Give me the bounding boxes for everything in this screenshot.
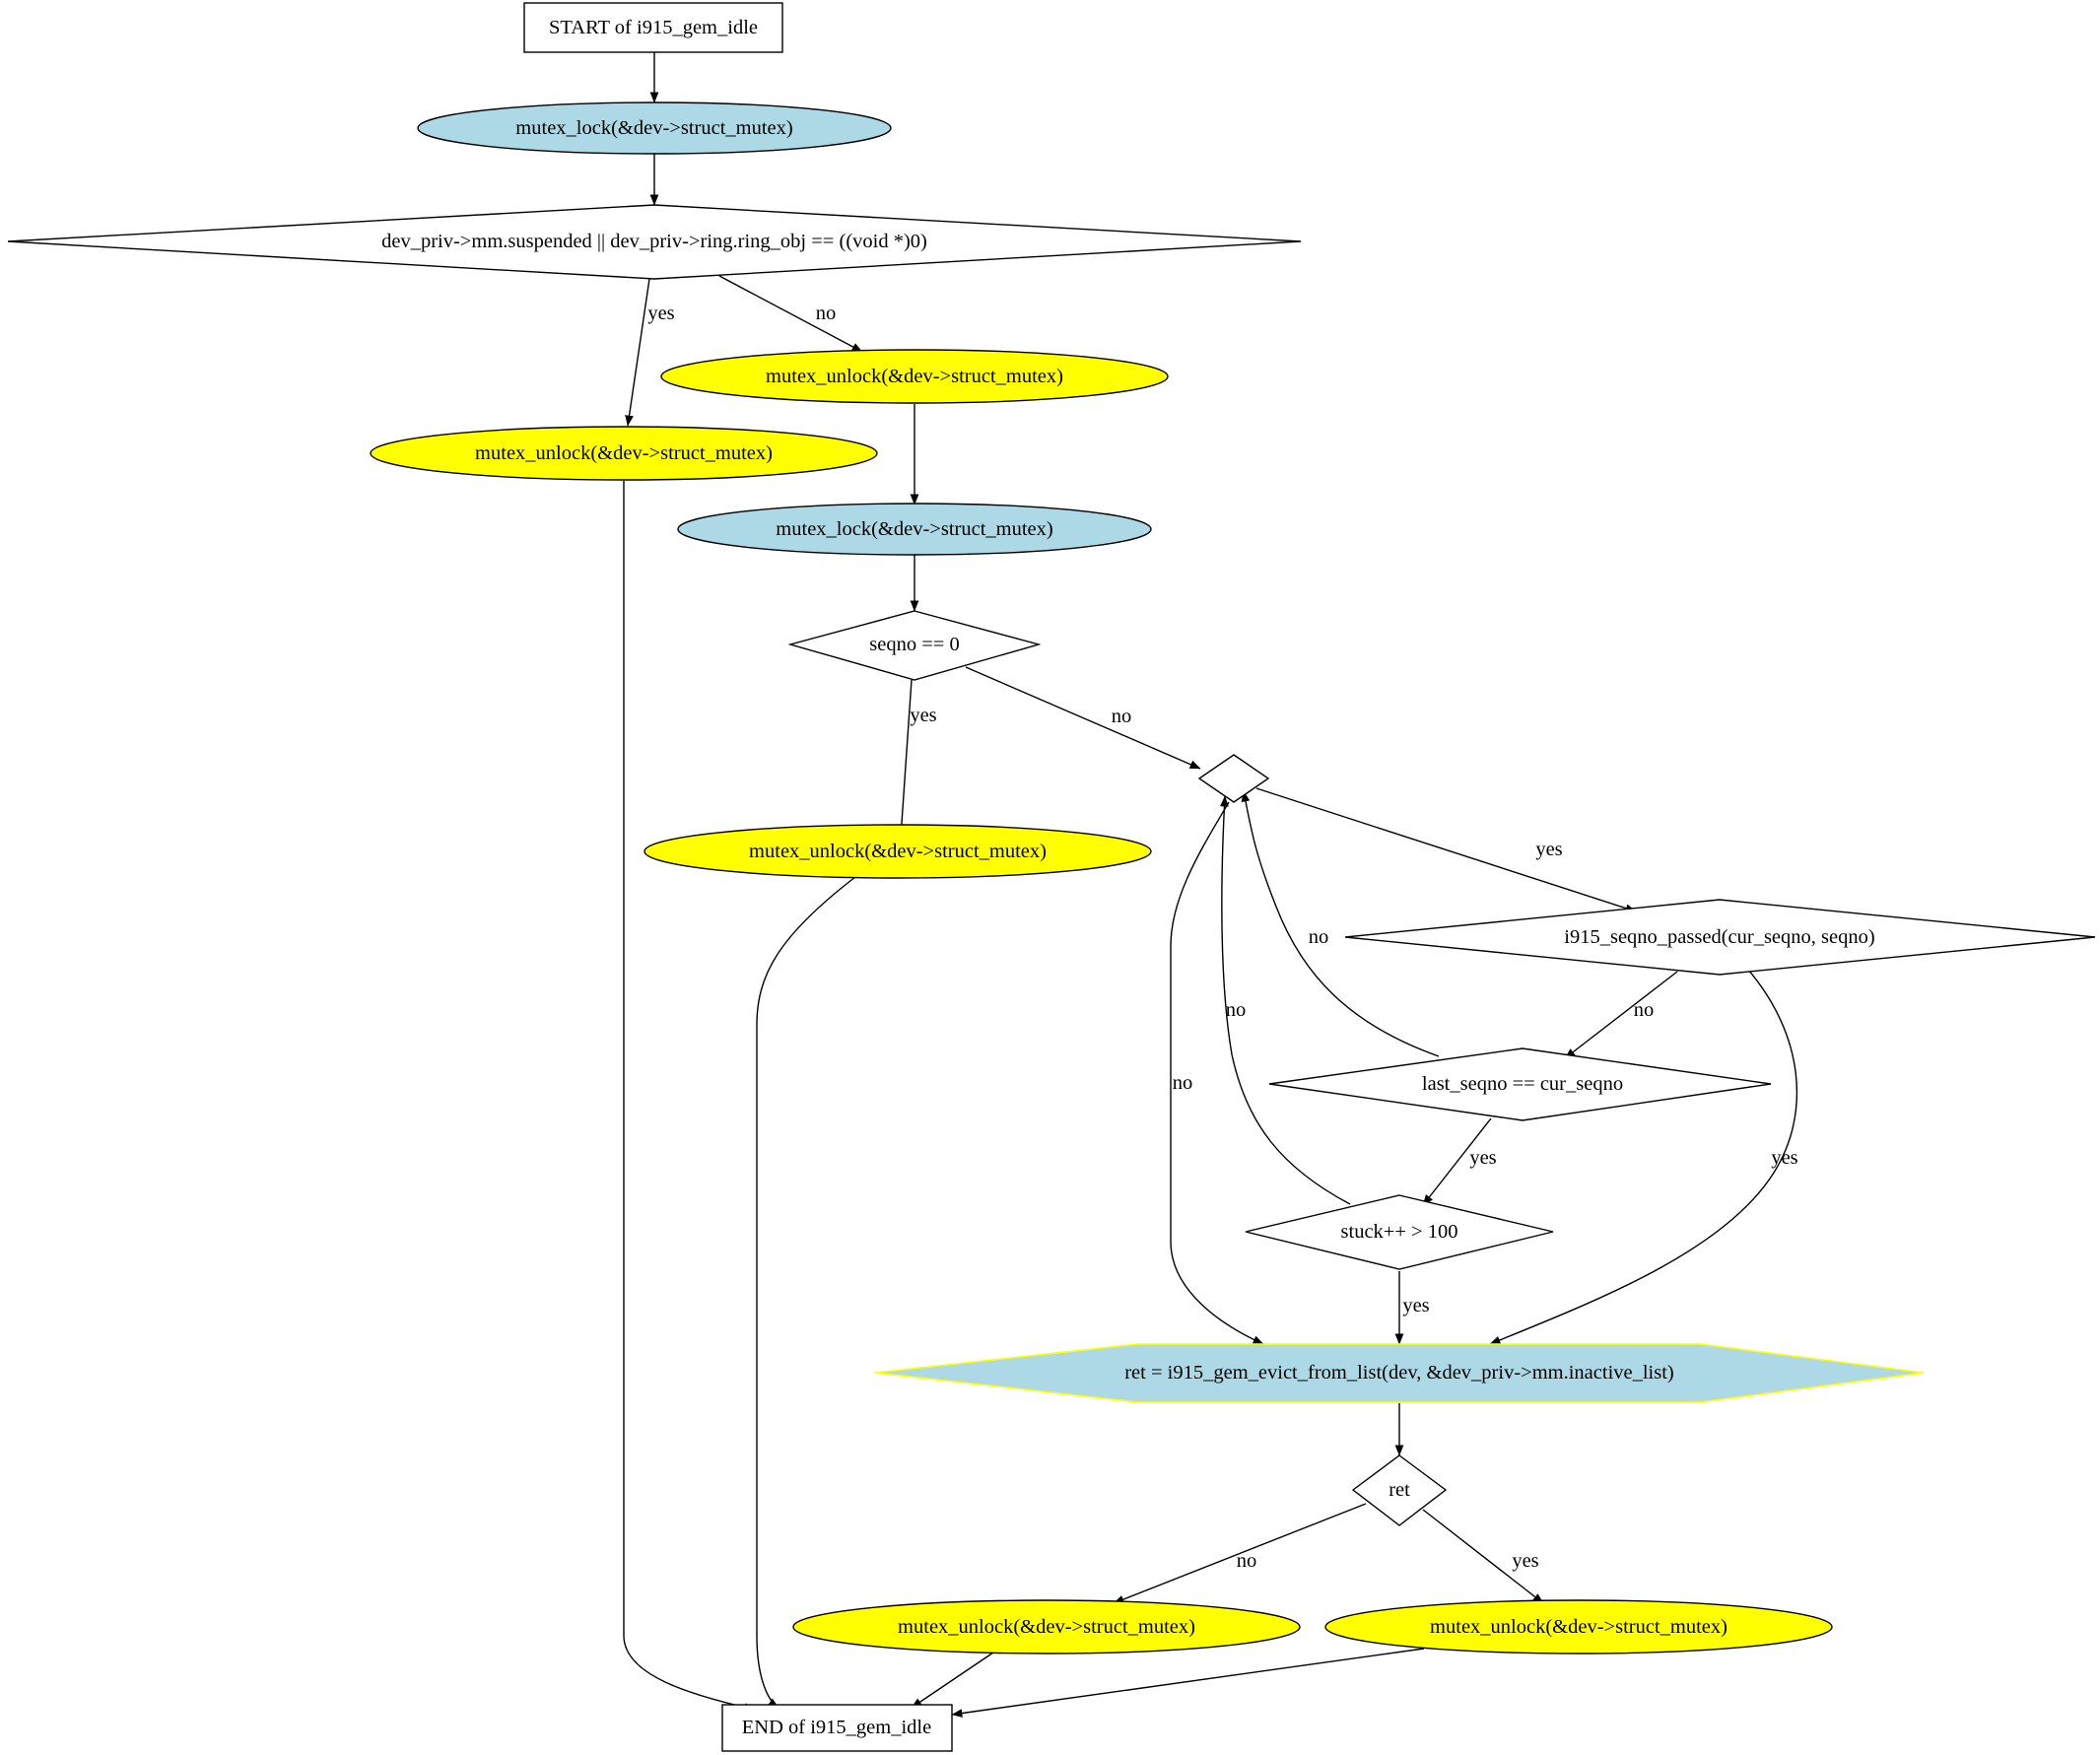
edge-loop-evict <box>1170 801 1264 1345</box>
edge-cond1-unlock-yes <box>625 278 650 427</box>
node-start: START of i915_gem_idle <box>523 2 783 53</box>
node-seqno-zero: seqno == 0 <box>787 610 1042 681</box>
node-seqno-passed: i915_seqno_passed(cur_seqno, seqno) <box>1344 899 2096 976</box>
edge-unlock-yes-end <box>623 481 756 1712</box>
edge-seqno-unlock-seqno <box>897 679 913 839</box>
edge-stuck-loop <box>1220 795 1351 1205</box>
node-last-seqno-label: last_seqno == cur_seqno <box>1422 1073 1623 1095</box>
node-unlock-ret-no-label: mutex_unlock(&dev->struct_mutex) <box>898 1616 1195 1638</box>
edge-loop-passed <box>1255 787 1637 912</box>
edges <box>623 52 1797 1718</box>
node-loop <box>1197 754 1270 803</box>
node-ret: ret <box>1351 1454 1448 1526</box>
node-cond1-label: dev_priv->mm.suspended || dev_priv->ring… <box>381 231 927 252</box>
node-end-label: END of i915_gem_idle <box>742 1717 931 1738</box>
node-lock1-label: mutex_lock(&dev->struct_mutex) <box>515 117 792 139</box>
edge-labels: yes no yes no yes no no yes no yes no ye… <box>647 303 1797 1572</box>
edge-label-seqno-yes: yes <box>910 705 936 726</box>
node-start-label: START of i915_gem_idle <box>549 17 758 38</box>
node-stuck-label: stuck++ > 100 <box>1341 1221 1458 1243</box>
edge-label-ret-no: no <box>1237 1550 1257 1572</box>
node-lock2: mutex_lock(&dev->struct_mutex) <box>677 503 1152 556</box>
node-lock2-label: mutex_lock(&dev->struct_mutex) <box>776 518 1052 540</box>
node-evict-label: ret = i915_gem_evict_from_list(dev, &dev… <box>1124 1362 1674 1384</box>
node-unlock-ret-yes-label: mutex_unlock(&dev->struct_mutex) <box>1430 1616 1727 1638</box>
edge-label-loop-yes: yes <box>1535 839 1562 860</box>
edge-last-stuck <box>1422 1117 1492 1206</box>
node-end: END of i915_gem_idle <box>721 1704 953 1752</box>
edge-cond1-unlock-no <box>718 275 863 353</box>
edge-unlock-ret-yes-end <box>951 1648 1425 1718</box>
node-seqno-zero-label: seqno == 0 <box>869 634 959 655</box>
edge-unlock-ret-no-end <box>911 1652 994 1709</box>
edge-seqno-loop <box>965 666 1201 770</box>
node-unlock-ret-yes: mutex_unlock(&dev->struct_mutex) <box>1324 1599 1833 1654</box>
node-unlock-yes: mutex_unlock(&dev->struct_mutex) <box>370 426 878 481</box>
edge-label-last-no: no <box>1309 926 1329 948</box>
edge-label-stuck-no: no <box>1226 999 1247 1021</box>
edge-label-loop-no: no <box>1173 1072 1193 1094</box>
edge-label-last-yes: yes <box>1469 1147 1496 1169</box>
node-evict: ret = i915_gem_evict_from_list(dev, &dev… <box>874 1343 1925 1403</box>
edge-label-ret-yes: yes <box>1512 1550 1538 1572</box>
edge-label-passed-yes: yes <box>1771 1147 1797 1169</box>
node-last-seqno: last_seqno == cur_seqno <box>1268 1047 1772 1121</box>
node-lock1: mutex_lock(&dev->struct_mutex) <box>417 101 892 155</box>
nodes: START of i915_gem_idle mutex_lock(&dev->… <box>7 2 2096 1752</box>
node-unlock-seqno: mutex_unlock(&dev->struct_mutex) <box>644 824 1152 879</box>
node-stuck: stuck++ > 100 <box>1245 1194 1554 1270</box>
edge-passed-evict <box>1489 969 1797 1345</box>
node-unlock-no-label: mutex_unlock(&dev->struct_mutex) <box>766 366 1063 387</box>
edge-last-loop <box>1241 790 1440 1057</box>
node-cond1: dev_priv->mm.suspended || dev_priv->ring… <box>7 204 1302 280</box>
edge-passed-last <box>1564 971 1678 1059</box>
node-unlock-seqno-label: mutex_unlock(&dev->struct_mutex) <box>749 841 1047 862</box>
edge-label-seqno-no: no <box>1112 706 1132 727</box>
edge-label-stuck-yes: yes <box>1402 1295 1429 1316</box>
node-unlock-yes-label: mutex_unlock(&dev->struct_mutex) <box>475 442 773 464</box>
edge-label-cond1-yes: yes <box>647 303 674 324</box>
edge-unlock-seqno-end <box>756 876 856 1709</box>
edge-ret-unlock-no <box>1113 1503 1367 1604</box>
node-seqno-passed-label: i915_seqno_passed(cur_seqno, seqno) <box>1564 926 1874 948</box>
edge-ret-unlock-yes <box>1422 1509 1544 1604</box>
edge-label-cond1-no: no <box>816 303 837 324</box>
edge-label-passed-no: no <box>1634 999 1655 1021</box>
node-unlock-ret-no: mutex_unlock(&dev->struct_mutex) <box>792 1599 1301 1654</box>
node-ret-label: ret <box>1389 1479 1410 1501</box>
node-unlock-no: mutex_unlock(&dev->struct_mutex) <box>660 349 1169 404</box>
